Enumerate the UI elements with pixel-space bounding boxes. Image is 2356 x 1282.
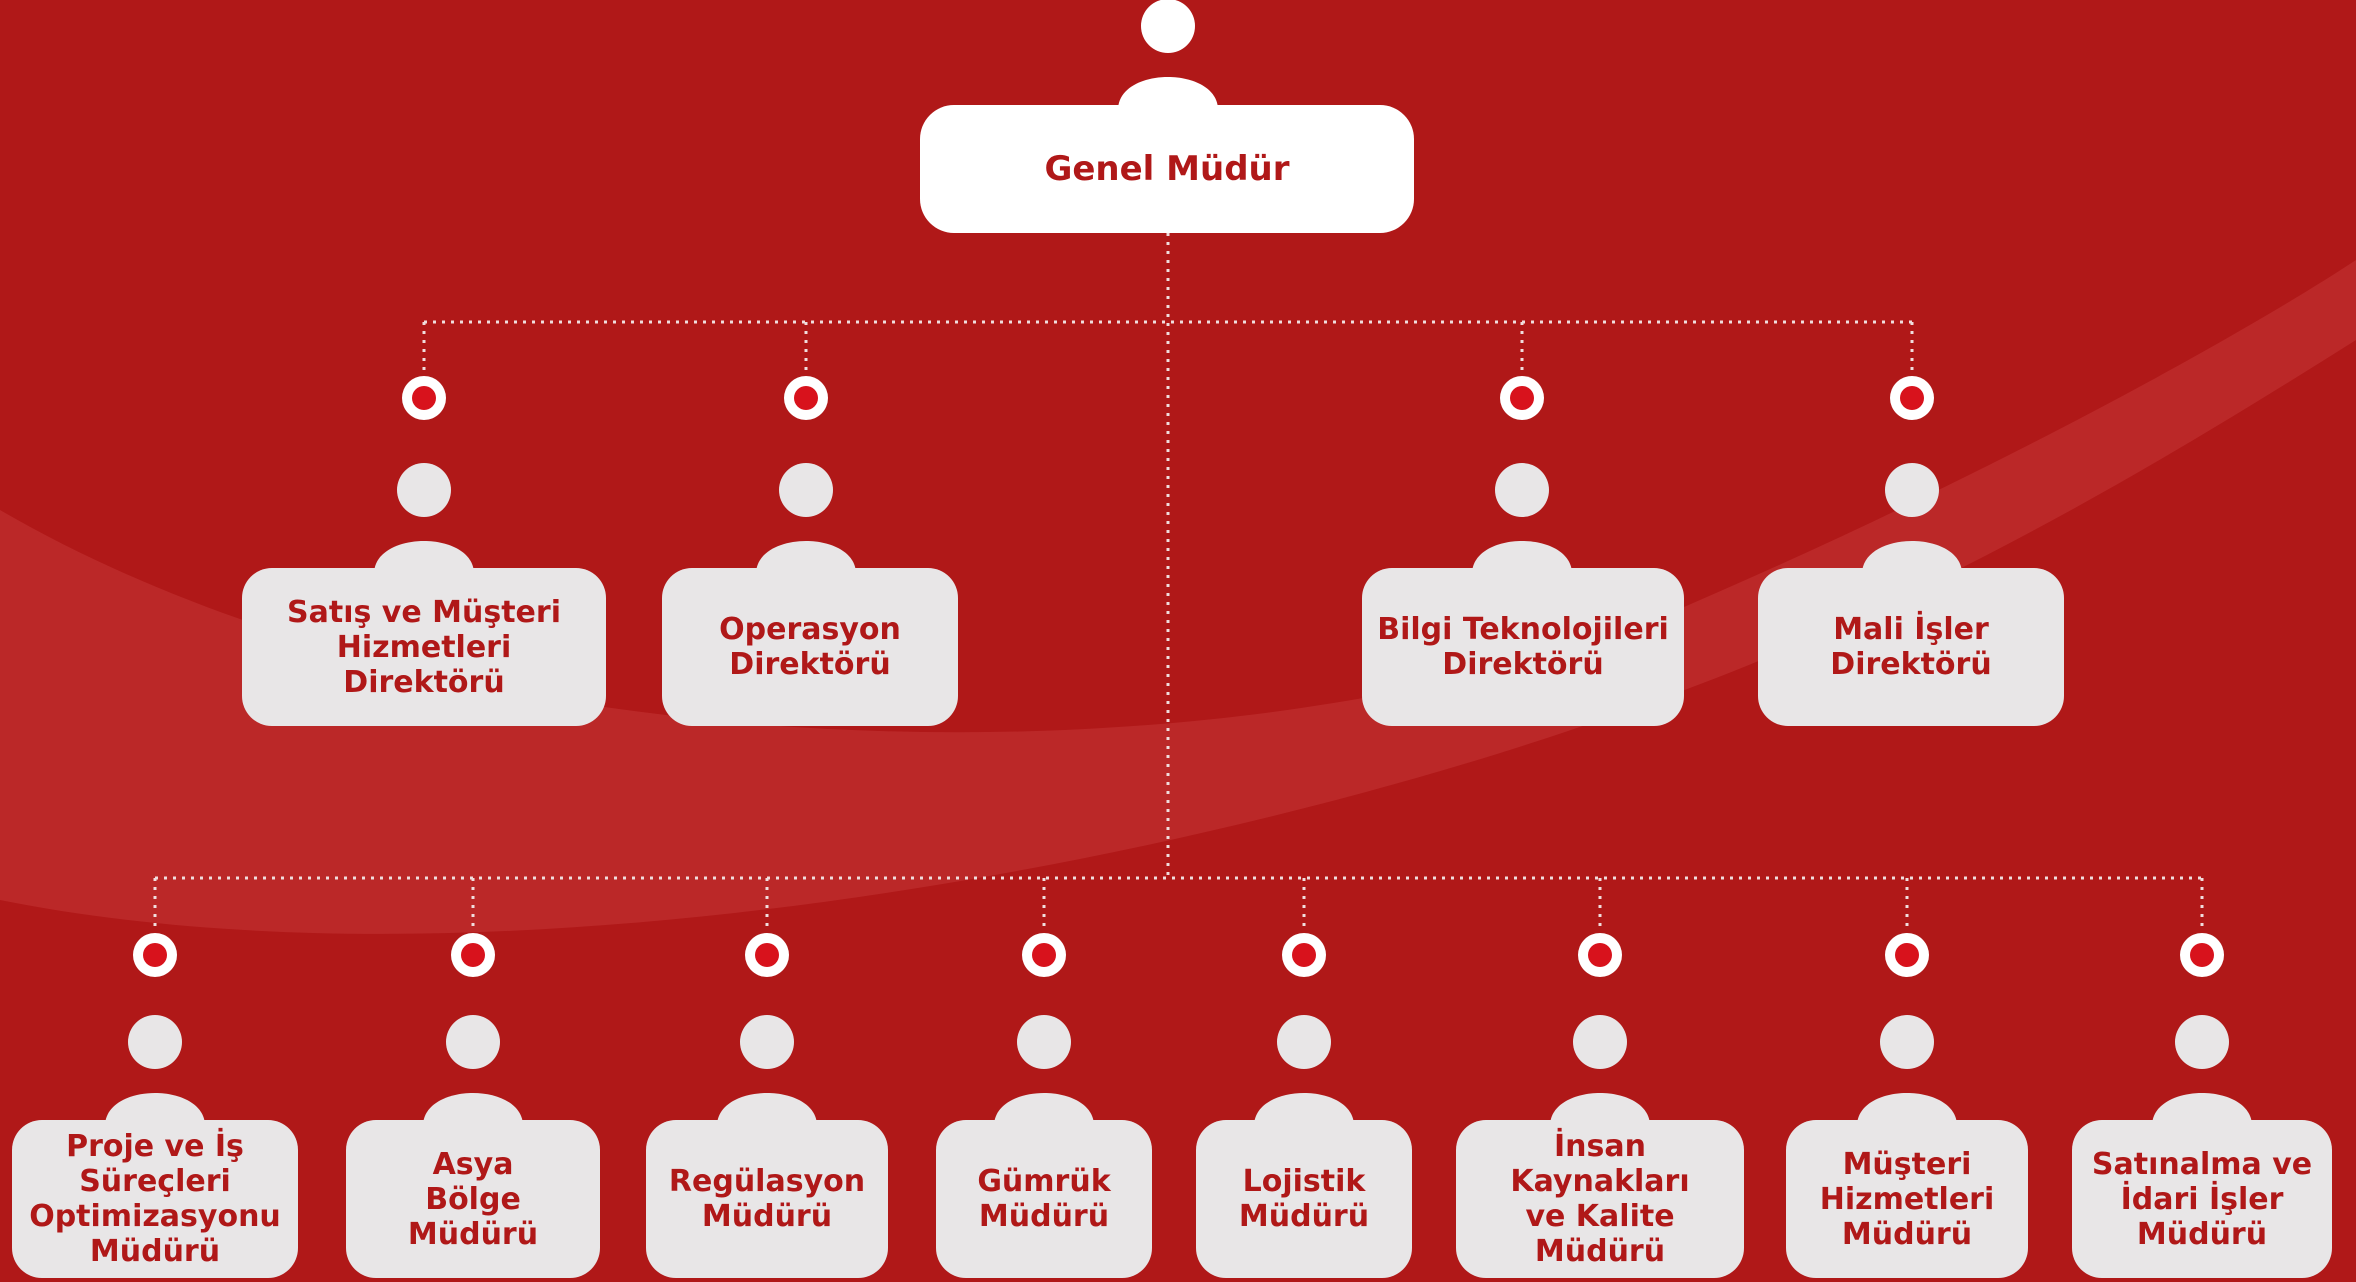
person-icon bbox=[1254, 1015, 1354, 1126]
manager-node-label: Satınalma ve İdari İşler Müdürü bbox=[2091, 1146, 2313, 1252]
top-node: Genel Müdür bbox=[920, 105, 1414, 233]
connector-dot bbox=[1578, 933, 1622, 977]
director-node: Operasyon Direktörü bbox=[662, 568, 958, 726]
connector-dot bbox=[1500, 376, 1544, 420]
connector-dot bbox=[2180, 933, 2224, 977]
connector-dot bbox=[745, 933, 789, 977]
manager-node: Gümrük Müdürü bbox=[936, 1120, 1152, 1278]
person-icon bbox=[717, 1015, 817, 1126]
connector-dot bbox=[133, 933, 177, 977]
person-icon bbox=[994, 1015, 1094, 1126]
director-node: Satış ve Müşteri Hizmetleri Direktörü bbox=[242, 568, 606, 726]
connector-dot bbox=[1022, 933, 1066, 977]
manager-node-label: Proje ve İş Süreçleri Optimizasyonu Müdü… bbox=[29, 1129, 281, 1269]
background-arc bbox=[0, 260, 2356, 934]
manager-node-label: İnsan Kaynakları ve Kalite Müdürü bbox=[1510, 1129, 1690, 1269]
manager-node: İnsan Kaynakları ve Kalite Müdürü bbox=[1456, 1120, 1744, 1278]
director-node-label: Operasyon Direktörü bbox=[719, 612, 901, 682]
manager-node-label: Regülasyon Müdürü bbox=[668, 1164, 866, 1234]
person-icon bbox=[1550, 1015, 1650, 1126]
connector-dot bbox=[451, 933, 495, 977]
person-icon bbox=[2152, 1015, 2252, 1126]
person-icon bbox=[374, 463, 474, 574]
person-icon bbox=[756, 463, 856, 574]
manager-node: Müşteri Hizmetleri Müdürü bbox=[1786, 1120, 2028, 1278]
person-icon bbox=[105, 1015, 205, 1126]
director-node: Mali İşler Direktörü bbox=[1758, 568, 2064, 726]
manager-node-label: Müşteri Hizmetleri Müdürü bbox=[1819, 1146, 1995, 1252]
manager-node: Satınalma ve İdari İşler Müdürü bbox=[2072, 1120, 2332, 1278]
director-node-label: Satış ve Müşteri Hizmetleri Direktörü bbox=[287, 594, 561, 700]
director-node: Bilgi Teknolojileri Direktörü bbox=[1362, 568, 1684, 726]
connector-dot bbox=[784, 376, 828, 420]
manager-node-label: Lojistik Müdürü bbox=[1238, 1164, 1370, 1234]
manager-node: Asya Bölge Müdürü bbox=[346, 1120, 600, 1278]
connector-dot bbox=[402, 376, 446, 420]
connector-dot bbox=[1885, 933, 1929, 977]
person-icon bbox=[423, 1015, 523, 1126]
person-icon bbox=[1857, 1015, 1957, 1126]
manager-node-label: Gümrük Müdürü bbox=[977, 1164, 1111, 1234]
manager-node: Lojistik Müdürü bbox=[1196, 1120, 1412, 1278]
director-node-label: Bilgi Teknolojileri Direktörü bbox=[1377, 612, 1669, 682]
person-icon bbox=[1118, 0, 1218, 110]
connector-dot bbox=[1890, 376, 1934, 420]
manager-node-label: Asya Bölge Müdürü bbox=[407, 1146, 539, 1252]
manager-node: Regülasyon Müdürü bbox=[646, 1120, 888, 1278]
person-icon bbox=[1472, 463, 1572, 574]
director-node-label: Mali İşler Direktörü bbox=[1830, 612, 1992, 682]
manager-node: Proje ve İş Süreçleri Optimizasyonu Müdü… bbox=[12, 1120, 298, 1278]
top-node-label: Genel Müdür bbox=[1044, 148, 1290, 189]
connector-dot bbox=[1282, 933, 1326, 977]
person-icon bbox=[1862, 463, 1962, 574]
